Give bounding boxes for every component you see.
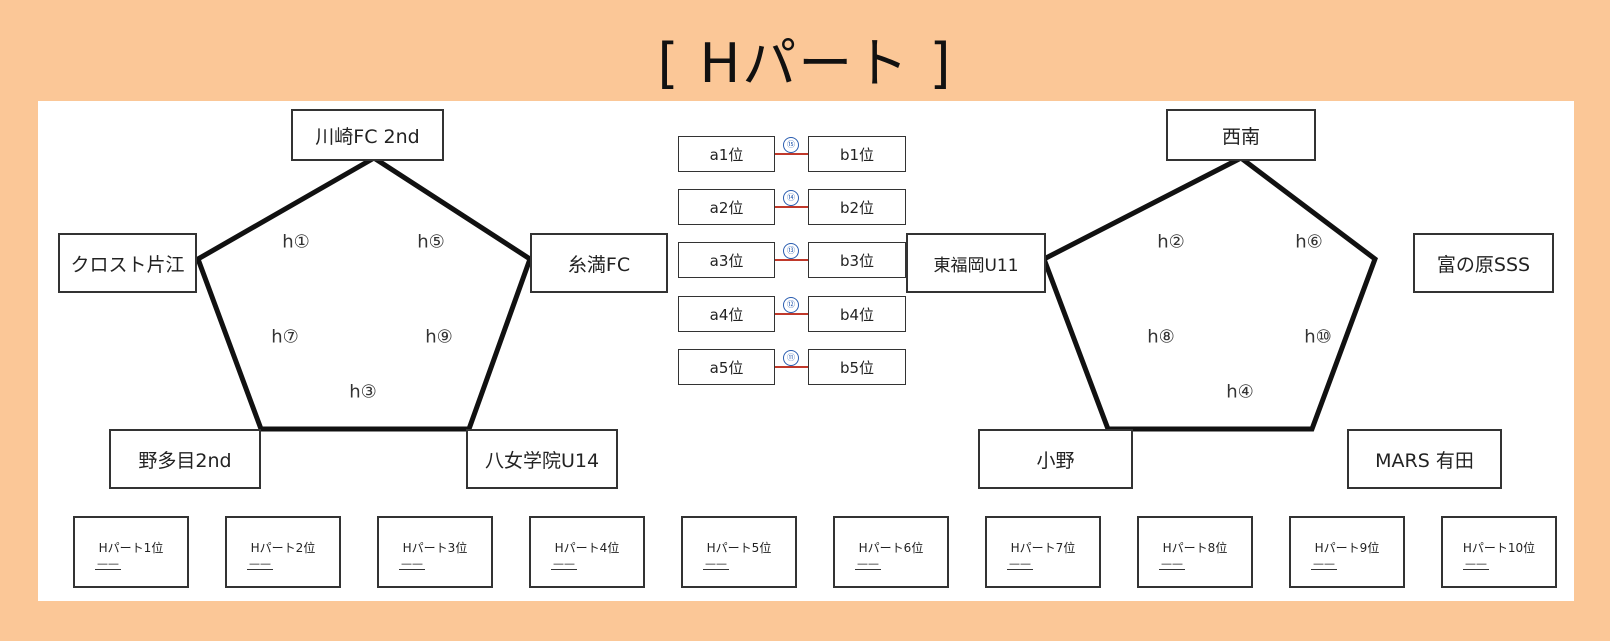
match-label: h④ <box>1226 381 1254 403</box>
result-label: Hパート1位 <box>98 541 164 555</box>
match-label: h⑦ <box>271 326 299 348</box>
result-box: Hパート6位 —— <box>833 516 949 588</box>
left-pentagon <box>194 155 534 432</box>
match-label: h⑩ <box>1304 326 1332 348</box>
rank-box-a1: a1位 <box>678 136 775 172</box>
match-label: h⑧ <box>1147 326 1175 348</box>
result-value: —— <box>551 557 577 570</box>
bracket-panel: 川崎FC 2nd クロスト片江 糸満FC 野多目2nd 八女学院U14 h① h… <box>38 101 1574 601</box>
team-box-right-bottom-right: MARS 有田 <box>1347 429 1502 489</box>
match-label: h⑨ <box>425 326 453 348</box>
team-box-left-top: 川崎FC 2nd <box>291 109 444 161</box>
match-label: h① <box>282 231 310 253</box>
result-label: Hパート2位 <box>250 541 316 555</box>
team-box-right-bottom-left: 小野 <box>978 429 1133 489</box>
match-number-badge: ⑮ <box>783 137 799 153</box>
rank-box-b4: b4位 <box>808 296 906 332</box>
result-box: Hパート10位 —— <box>1441 516 1557 588</box>
match-label: h⑤ <box>417 231 445 253</box>
rank-box-a4: a4位 <box>678 296 775 332</box>
result-box: Hパート3位 —— <box>377 516 493 588</box>
rank-box-b3: b3位 <box>808 242 906 278</box>
match-number-badge: ⑭ <box>783 190 799 206</box>
rank-box-b1: b1位 <box>808 136 906 172</box>
team-box-left-right: 糸満FC <box>530 233 668 293</box>
result-label: Hパート5位 <box>706 541 772 555</box>
result-value: —— <box>855 557 881 570</box>
rank-box-a3: a3位 <box>678 242 775 278</box>
team-box-right-top: 西南 <box>1166 109 1316 161</box>
result-value: —— <box>1463 557 1489 570</box>
result-box: Hパート7位 —— <box>985 516 1101 588</box>
rank-box-b5: b5位 <box>808 349 906 385</box>
result-value: —— <box>1159 557 1185 570</box>
right-pentagon <box>1040 155 1378 432</box>
result-value: —— <box>703 557 729 570</box>
result-label: Hパート6位 <box>858 541 924 555</box>
team-box-left-bottom-left: 野多目2nd <box>109 429 261 489</box>
result-box: Hパート5位 —— <box>681 516 797 588</box>
team-box-left-bottom-right: 八女学院U14 <box>466 429 618 489</box>
result-label: Hパート10位 <box>1462 541 1536 555</box>
result-label: Hパート8位 <box>1162 541 1228 555</box>
rank-box-b2: b2位 <box>808 189 906 225</box>
result-box: Hパート2位 —— <box>225 516 341 588</box>
match-label: h② <box>1157 231 1185 253</box>
result-label: Hパート4位 <box>554 541 620 555</box>
page-title: [ Hパート ] <box>657 32 953 95</box>
result-value: —— <box>95 557 121 570</box>
result-box: Hパート9位 —— <box>1289 516 1405 588</box>
team-box-right-left: 東福岡U11 <box>906 233 1046 293</box>
result-value: —— <box>1311 557 1337 570</box>
result-label: Hパート7位 <box>1010 541 1076 555</box>
result-label: Hパート3位 <box>402 541 468 555</box>
match-number-badge: ⑪ <box>783 350 799 366</box>
rank-box-a2: a2位 <box>678 189 775 225</box>
match-label: h⑥ <box>1295 231 1323 253</box>
match-label: h③ <box>349 381 377 403</box>
result-value: —— <box>399 557 425 570</box>
bracket-lines <box>194 153 1378 432</box>
result-box: Hパート8位 —— <box>1137 516 1253 588</box>
match-number-badge: ⑫ <box>783 297 799 313</box>
result-box: Hパート1位 —— <box>73 516 189 588</box>
result-label: Hパート9位 <box>1314 541 1380 555</box>
match-number-badge: ⑬ <box>783 243 799 259</box>
result-value: —— <box>247 557 273 570</box>
rank-box-a5: a5位 <box>678 349 775 385</box>
result-box: Hパート4位 —— <box>529 516 645 588</box>
result-value: —— <box>1007 557 1033 570</box>
team-box-right-right: 富の原SSS <box>1413 233 1554 293</box>
team-box-left-left: クロスト片江 <box>58 233 197 293</box>
